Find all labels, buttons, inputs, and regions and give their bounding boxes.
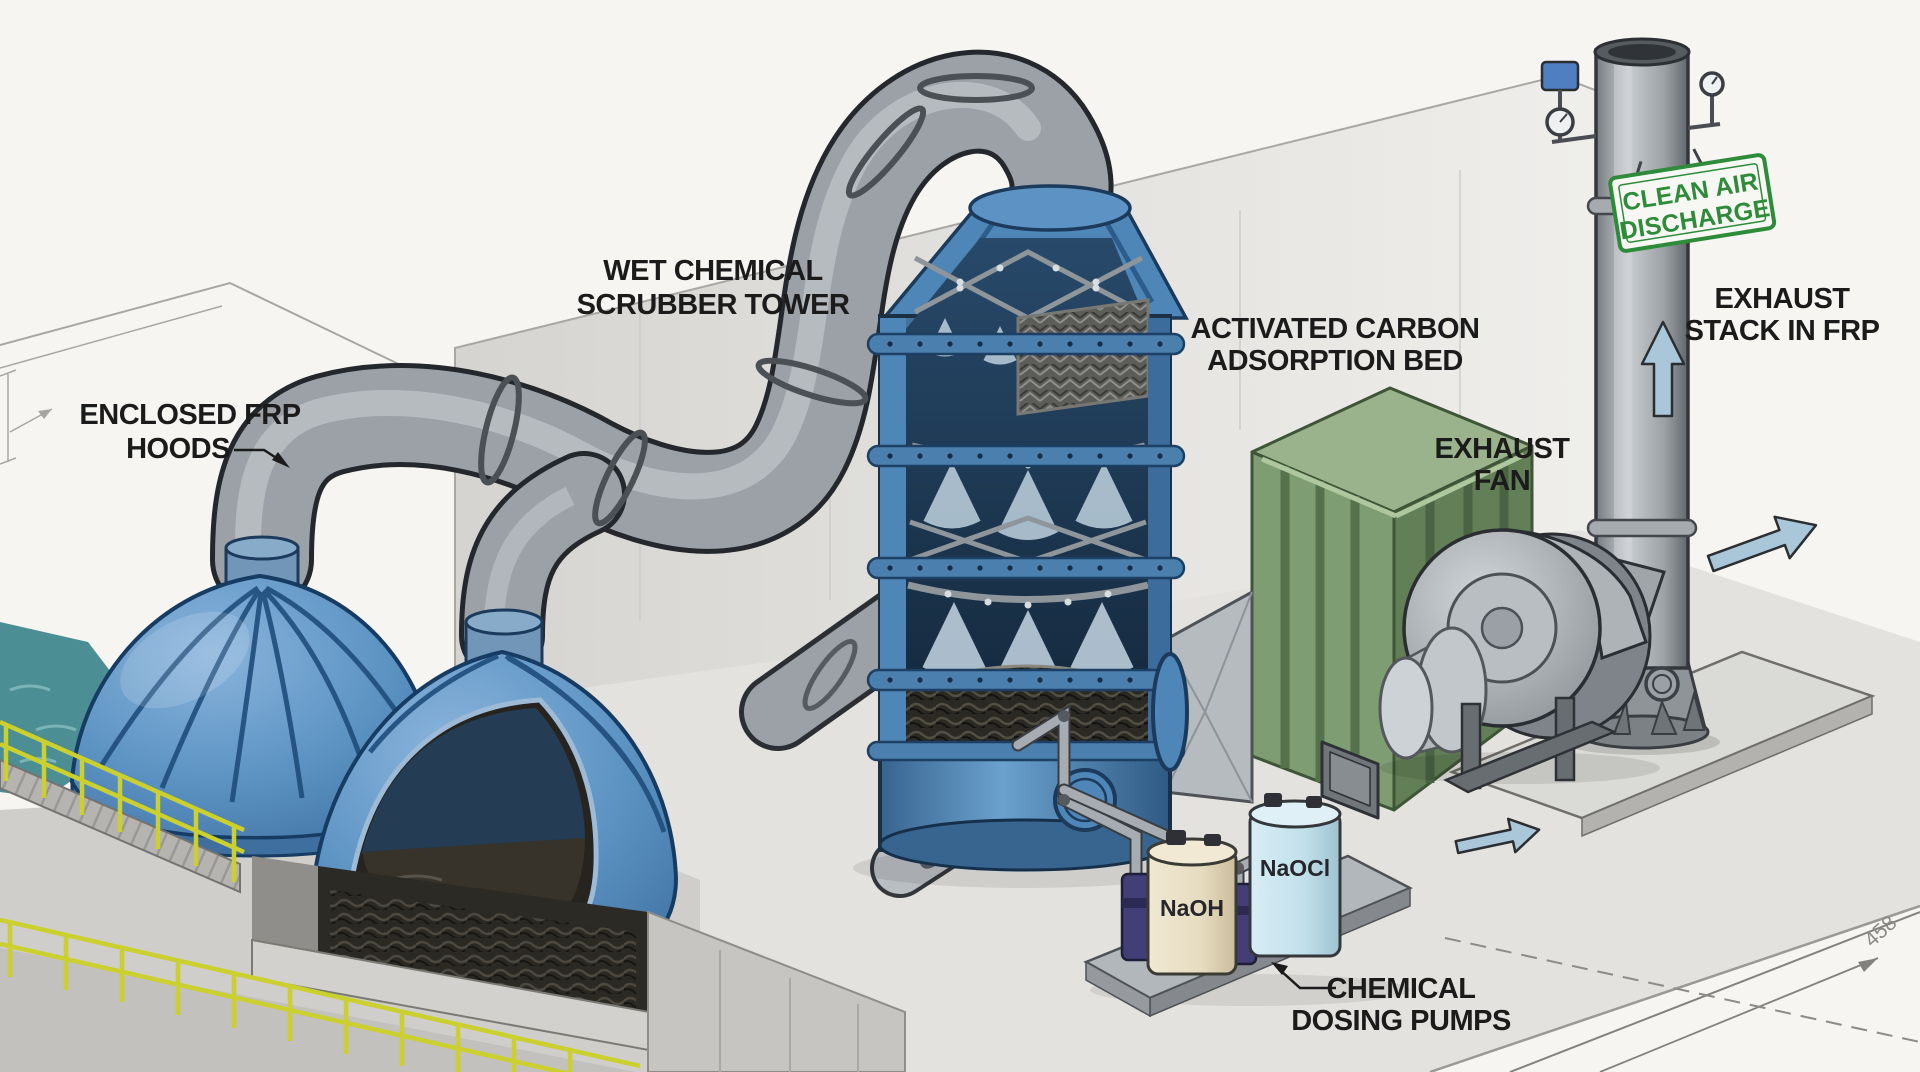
label-carbon-2: ADSORPTION BED bbox=[1207, 345, 1463, 377]
flow-arrow-up-icon bbox=[1640, 320, 1686, 418]
flow-arrow-right-icon bbox=[1454, 817, 1541, 855]
hood-front-ribs bbox=[368, 653, 667, 833]
label-dosing-2: DOSING PUMPS bbox=[1291, 1005, 1511, 1037]
transmitter-instrument bbox=[1540, 60, 1580, 92]
label-fan-2: FAN bbox=[1474, 465, 1531, 497]
label-hoods-1: ENCLOSED FRP bbox=[79, 399, 300, 431]
adsorber-ribs-left bbox=[1280, 466, 1360, 795]
label-carbon-1: ACTIVATED CARBON bbox=[1191, 313, 1480, 345]
exhaust-fan-unit bbox=[1378, 528, 1660, 794]
railing-rear bbox=[0, 719, 245, 882]
mist-eliminator-mesh bbox=[1016, 298, 1150, 416]
stack-flange-lower bbox=[1586, 518, 1698, 538]
callout-labels: ENCLOSED FRP HOODS WET CHEMICAL SCRUBBER… bbox=[79, 255, 1880, 1037]
label-hoods-2: HOODS bbox=[126, 433, 230, 465]
duct-flange-rings bbox=[478, 73, 1035, 527]
pit-sludge bbox=[330, 890, 636, 1020]
flow-arrow-upright-icon bbox=[1706, 515, 1818, 573]
railing-front bbox=[0, 917, 641, 1072]
wet-scrubber-tower bbox=[853, 184, 1197, 888]
label-stack-1: EXHAUST bbox=[1714, 283, 1850, 315]
label-scrubber-1: WET CHEMICAL bbox=[603, 255, 823, 287]
hood-rear-ribs bbox=[97, 585, 431, 803]
naoh-tank: NaOH bbox=[1146, 830, 1238, 976]
naocl-label: NaOCl bbox=[1260, 855, 1330, 881]
stack-instruments bbox=[1540, 60, 1725, 144]
label-fan-1: EXHAUST bbox=[1434, 433, 1570, 465]
clean-air-sign: CLEAN AIR DISCHARGE bbox=[1608, 148, 1777, 253]
scrubber-top-collar bbox=[968, 184, 1132, 232]
walkway-rear bbox=[0, 719, 245, 894]
label-stack-2: STACK IN FRP bbox=[1685, 315, 1880, 347]
label-scrubber-2: SCRUBBER TOWER bbox=[577, 289, 850, 321]
stack-manway bbox=[1644, 666, 1680, 702]
naoh-label: NaOH bbox=[1160, 895, 1224, 921]
chemical-dosing-skid: NaOH NaOCl bbox=[1011, 704, 1413, 1018]
label-dosing-1: CHEMICAL bbox=[1326, 973, 1475, 1005]
flow-arrows bbox=[1454, 320, 1818, 855]
leader-dosing bbox=[1279, 969, 1336, 990]
scrubber-outlet-flange bbox=[1151, 652, 1189, 772]
walkway-front bbox=[0, 917, 641, 1072]
naocl-tank: NaOCl bbox=[1248, 793, 1342, 958]
fan-pedestal bbox=[1443, 696, 1618, 794]
pit-structure bbox=[251, 856, 906, 1072]
scrubber-bands bbox=[866, 332, 1186, 762]
water-pool bbox=[0, 622, 152, 798]
